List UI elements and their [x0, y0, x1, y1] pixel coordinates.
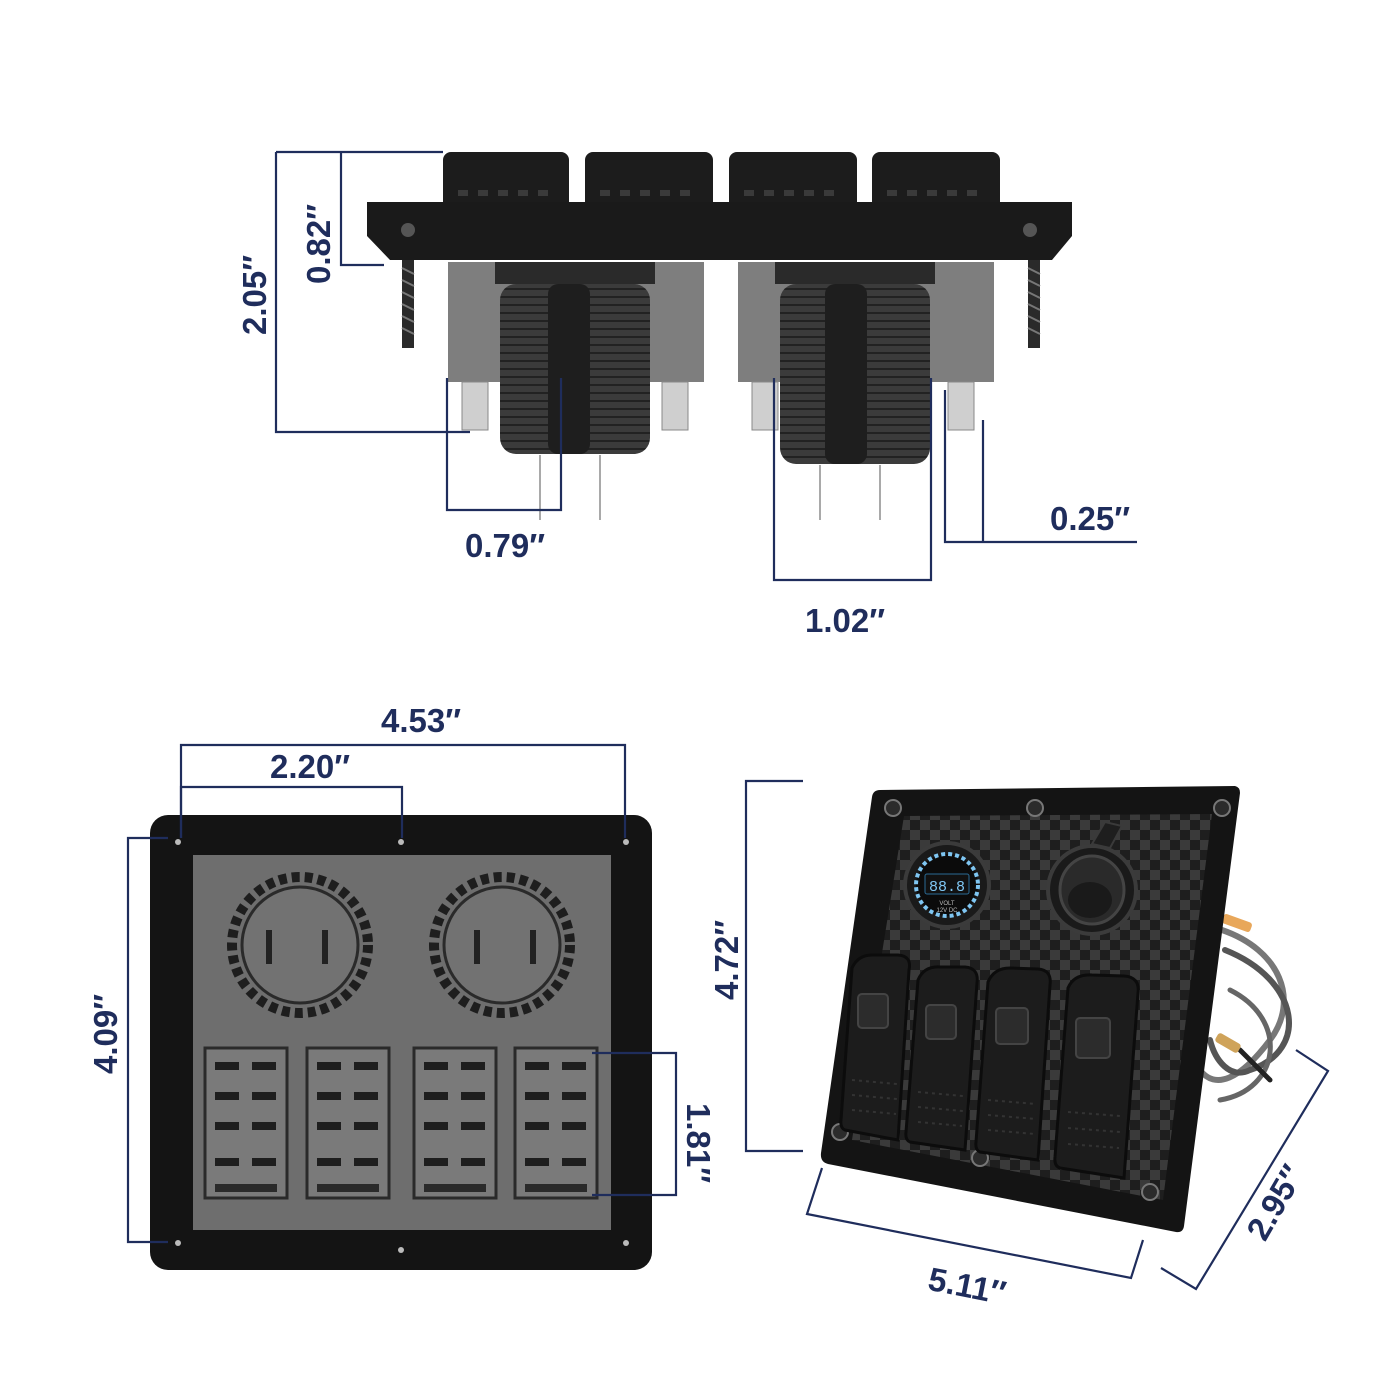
dim-label-socket-width: 0.79″	[465, 527, 545, 564]
dim-label-switch-height: 1.81″	[680, 1103, 717, 1183]
dim-line-socket-spacing	[179, 785, 404, 838]
voltmeter-socket: 88.8 VOLT 12V DC	[903, 841, 991, 929]
product-view: 88.8 VOLT 12V DC	[708, 779, 1330, 1311]
front-view: 4.53″ 2.20″ 4.09″ 1.81″	[87, 702, 717, 1270]
flange-plate	[367, 202, 1072, 260]
side-view: 2.05″ 0.82″ 0.79″ 1.02″ 0.25″	[236, 150, 1137, 639]
dim-label-socket-width-large: 1.02″	[805, 602, 885, 639]
dim-line-socket-width-large	[772, 378, 933, 582]
rocker-switch-front	[839, 953, 911, 1142]
dim-line-terminal-width	[943, 390, 1137, 544]
dim-label-terminal-width: 0.25″	[1050, 500, 1130, 537]
dim-label-overall-width: 4.53″	[381, 702, 461, 739]
dim-line-width	[805, 1167, 1145, 1280]
rocker-switch-back	[513, 1046, 599, 1200]
mount-hole	[401, 223, 415, 237]
mount-hole	[1023, 223, 1037, 237]
rocker-switch-back	[412, 1046, 498, 1200]
dim-line-total-depth	[274, 150, 470, 434]
dim-label-total-depth: 2.05″	[236, 255, 273, 335]
rocker-switch-back	[203, 1046, 289, 1200]
dim-line-overall-height	[126, 836, 168, 1244]
usb-socket-front-left	[227, 872, 373, 1018]
voltmeter-digits: 88.8	[929, 879, 965, 896]
mounting-screw-left	[401, 260, 415, 348]
panel-screws	[831, 799, 1231, 1201]
dim-label-flange-height: 0.82″	[300, 204, 337, 284]
dim-line-height	[744, 779, 803, 1153]
rocker-switch-front	[904, 965, 979, 1152]
cigarette-lighter-socket	[1046, 820, 1138, 936]
rocker-switch-front	[974, 966, 1052, 1162]
dim-line-flange-height	[339, 152, 384, 267]
dim-label-height: 4.72″	[708, 920, 745, 1000]
dim-label-overall-height: 4.09″	[87, 994, 124, 1074]
socket-right	[775, 262, 935, 520]
dim-line-switch-height	[592, 1051, 678, 1197]
wire-harness	[1197, 914, 1292, 1103]
dim-line-socket-width	[445, 378, 563, 512]
dim-label-socket-spacing: 2.20″	[270, 748, 350, 785]
dim-label-width: 5.11″	[925, 1260, 1009, 1311]
usb-socket-front-right	[429, 872, 575, 1018]
mounting-screw-right	[1027, 260, 1041, 348]
voltmeter-label-volt: VOLT	[939, 901, 955, 907]
rocker-switch-front	[1053, 973, 1140, 1180]
socket-left	[495, 262, 655, 520]
dim-line-depth	[1160, 1049, 1330, 1291]
rocker-switch-back	[305, 1046, 391, 1200]
voltmeter-label-12v: 12V DC	[936, 908, 958, 914]
